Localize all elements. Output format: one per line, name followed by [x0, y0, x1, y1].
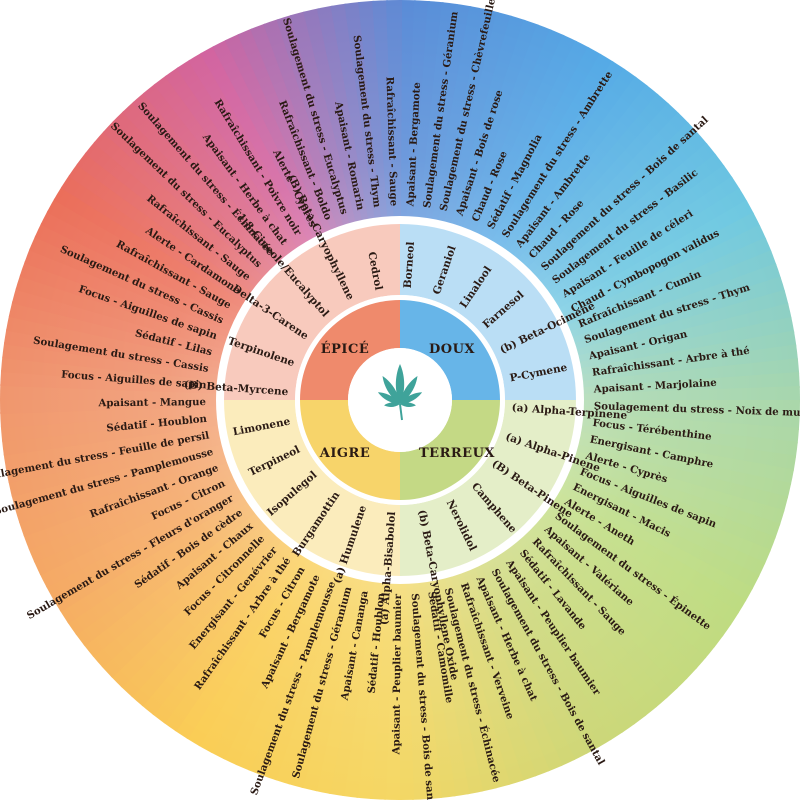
leaf-blade — [400, 402, 416, 407]
effect-label: Apaisant - Mangue — [97, 396, 206, 409]
quadrant-epice — [300, 300, 400, 400]
flavor-core — [300, 300, 500, 500]
terpene-segment-aigre — [224, 400, 400, 576]
quadrant-label-aigre: AIGRE — [319, 446, 370, 461]
leaf-stem — [399, 403, 403, 421]
terpene-ring — [224, 224, 576, 576]
leaf-blade — [395, 364, 405, 404]
effect-label: Apaisant - Peuplier baumier — [390, 593, 404, 755]
leaf-blade — [400, 392, 423, 404]
leaf-blade — [400, 376, 418, 404]
leaf-blade — [377, 392, 400, 404]
terpene-segment-terreux — [400, 400, 576, 576]
leaf-blade — [384, 402, 400, 407]
quadrant-terreux — [400, 400, 500, 500]
quadrant-doux — [400, 300, 500, 400]
terpene-label: Borneol — [402, 241, 417, 288]
quadrant-label-doux: DOUX — [429, 342, 475, 357]
cannabis-leaf-icon — [377, 364, 423, 421]
terpene-segment-doux — [400, 224, 576, 400]
quadrant-aigre — [300, 400, 400, 500]
leaf-blade — [382, 376, 400, 404]
effect-label: Rafraîchissant - Sauge — [384, 76, 400, 206]
quadrant-label-epice: ÉPICÉ — [321, 341, 370, 357]
quadrant-label-terreux: TERREUX — [419, 446, 495, 461]
terpene-segment-epice — [224, 224, 400, 400]
